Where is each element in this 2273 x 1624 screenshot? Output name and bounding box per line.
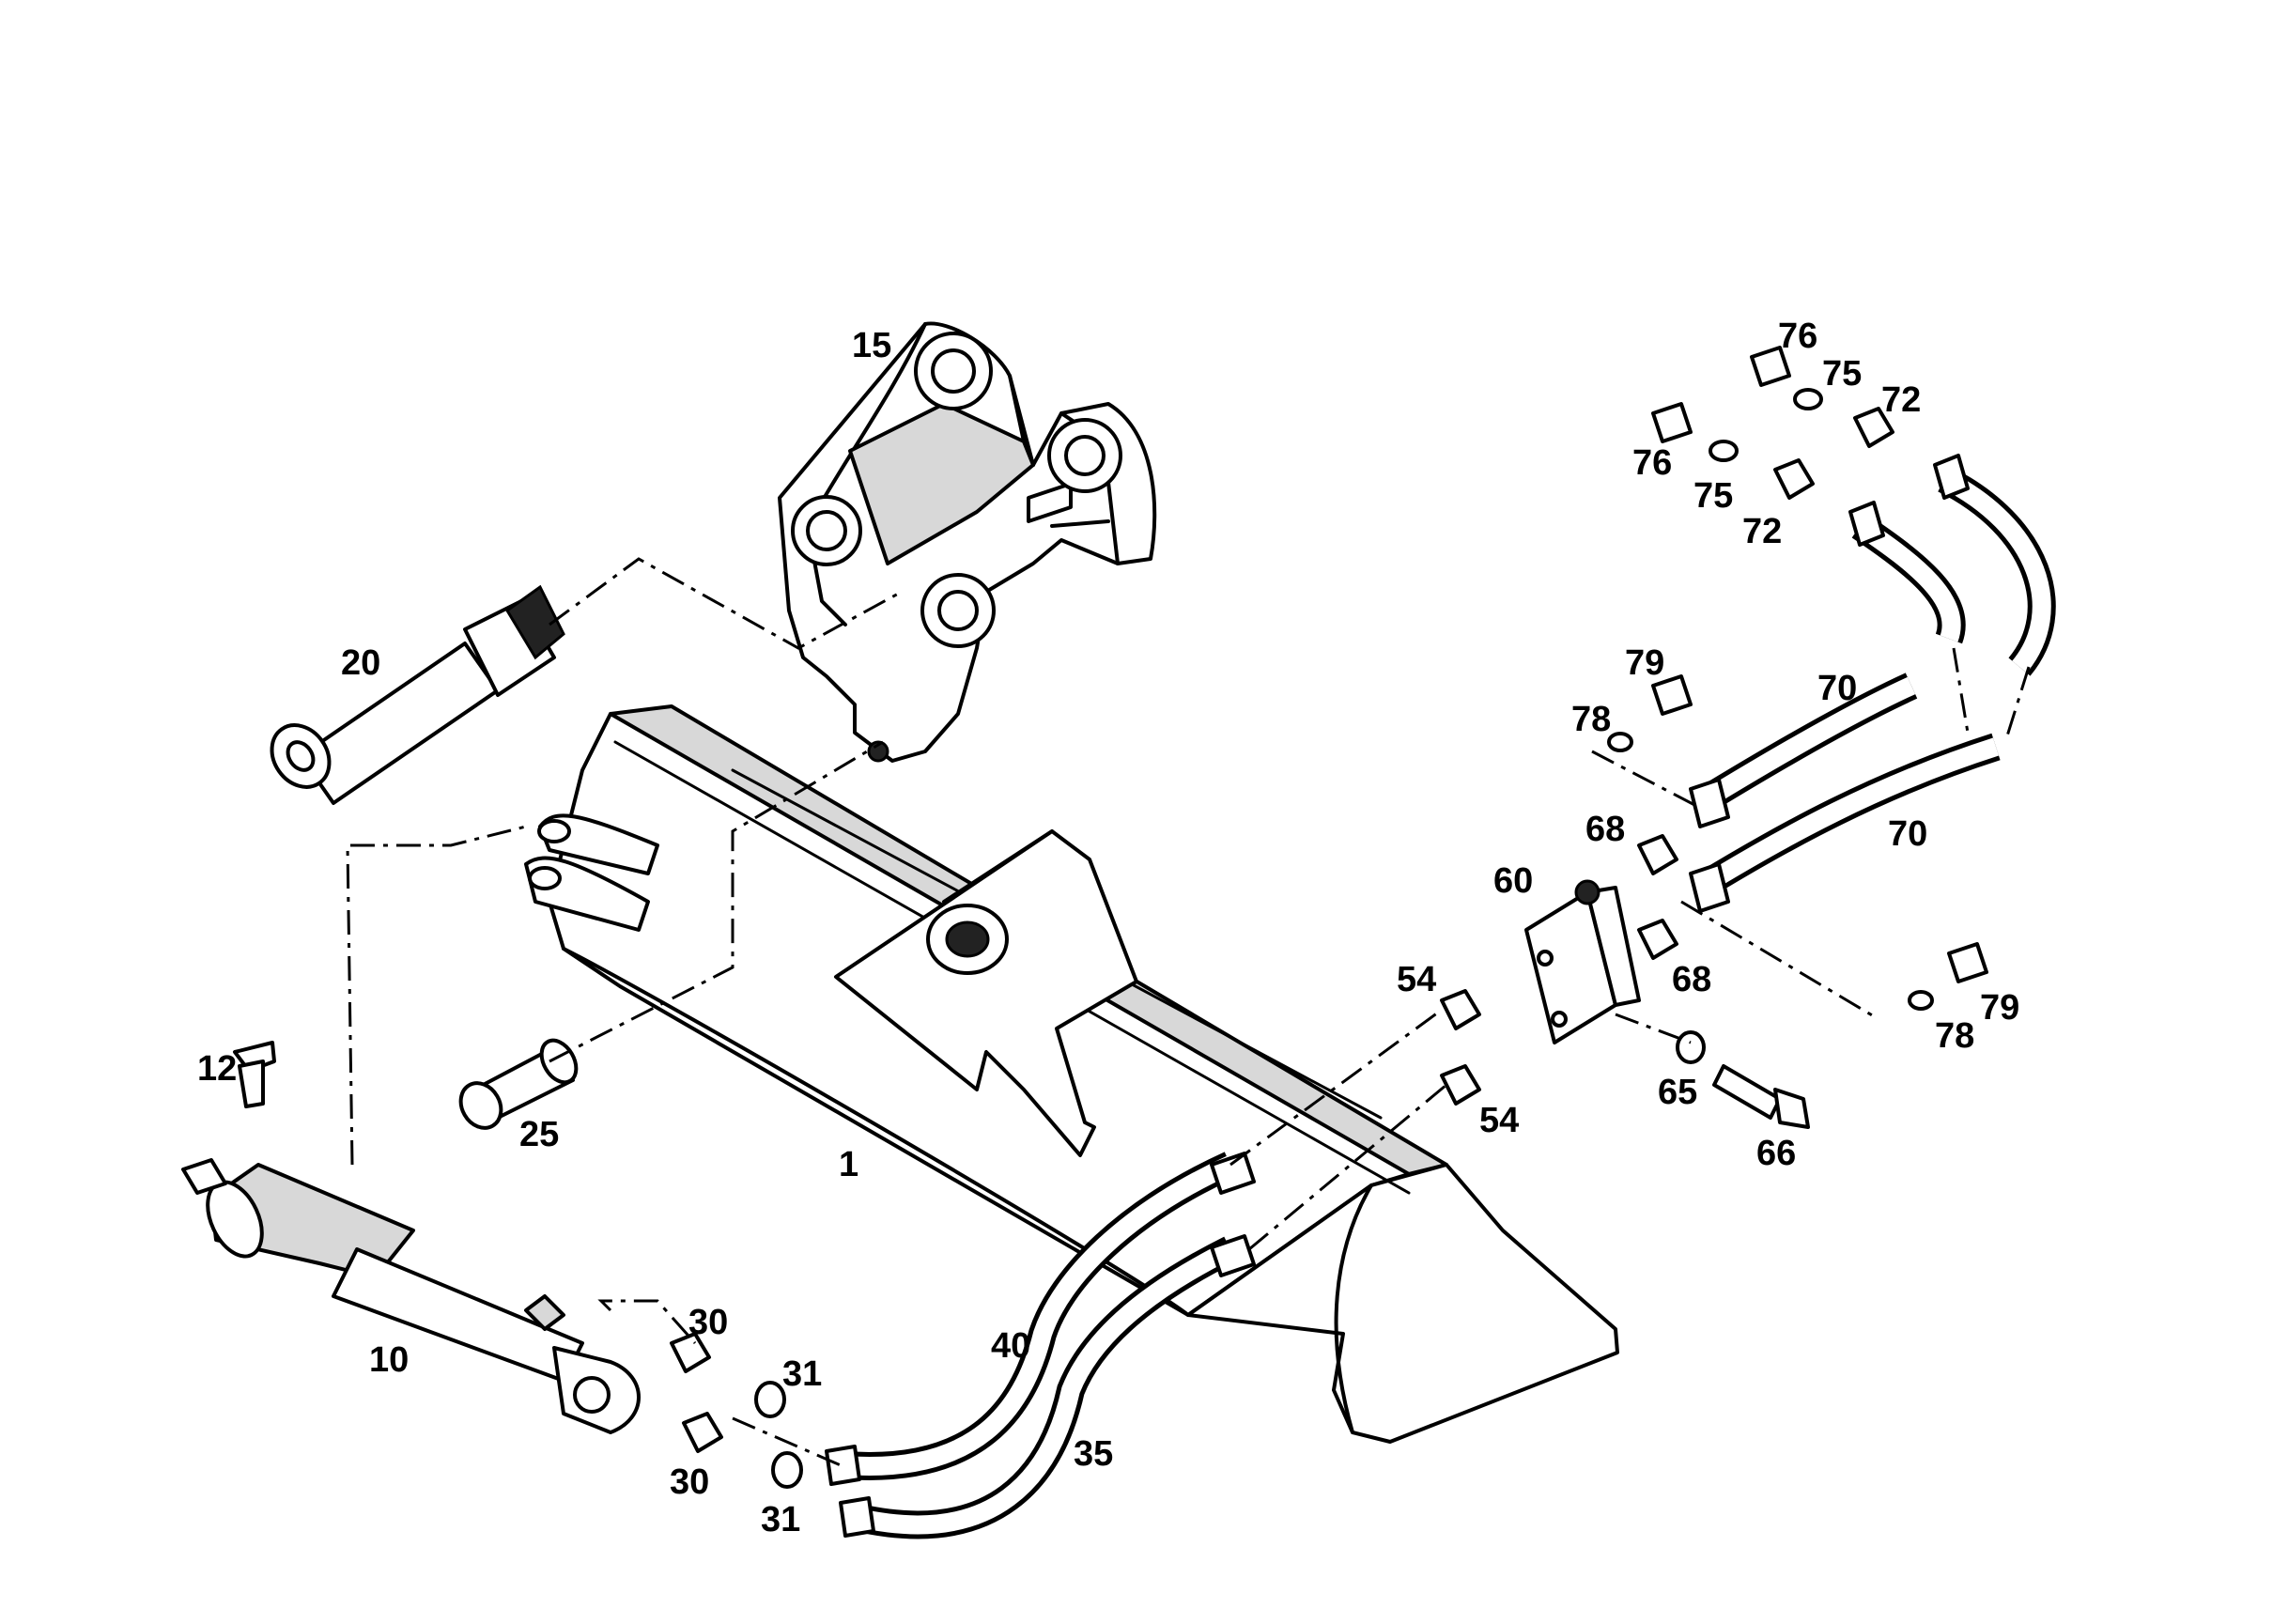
pin-part-20 <box>270 584 565 805</box>
fitting-part-54 <box>1440 989 1481 1106</box>
label-part-75-top: 75 <box>1822 354 1862 394</box>
label-part-70-bottom: 70 <box>1888 814 1927 854</box>
label-part-68-top: 68 <box>1585 810 1625 849</box>
label-part-70-top: 70 <box>1817 669 1857 708</box>
label-part-30-bottom: 30 <box>670 1462 709 1502</box>
hose-part-70 <box>1689 454 2056 913</box>
nipple-part-75 <box>1709 388 1823 462</box>
label-part-15: 15 <box>852 326 891 365</box>
label-part-78-bottom: 78 <box>1935 1016 1974 1056</box>
label-part-79-bottom: 79 <box>1980 988 2019 1028</box>
hose-part-40 <box>825 1152 1256 1486</box>
label-part-65: 65 <box>1658 1073 1697 1112</box>
fitting-part-30 <box>670 1332 723 1453</box>
coupler-part-15 <box>778 321 1157 763</box>
label-part-12: 12 <box>197 1049 237 1089</box>
nipple-part-78 <box>1607 732 1934 1011</box>
label-part-10: 10 <box>369 1340 409 1380</box>
label-part-76-bottom: 76 <box>1632 443 1672 483</box>
label-part-66: 66 <box>1756 1134 1796 1173</box>
label-part-30-top: 30 <box>688 1303 728 1342</box>
bucket-part-1 <box>524 704 1619 1444</box>
label-part-72-top: 72 <box>1881 380 1921 420</box>
cylinder-part-10 <box>181 1041 641 1434</box>
label-part-25: 25 <box>519 1115 559 1154</box>
leader-lines <box>346 557 2031 1467</box>
label-part-60: 60 <box>1493 861 1533 901</box>
label-part-40: 40 <box>991 1326 1030 1366</box>
label-part-75-bottom: 75 <box>1693 476 1733 516</box>
part-labels: 1 10 12 15 20 25 30 30 31 31 35 40 54 54… <box>197 317 2019 1539</box>
label-part-78-top: 78 <box>1571 700 1611 739</box>
label-part-31-top: 31 <box>782 1354 822 1394</box>
label-part-72-bottom: 72 <box>1742 512 1782 551</box>
label-part-68-bottom: 68 <box>1672 960 1711 999</box>
label-part-54-top: 54 <box>1397 960 1436 999</box>
cap-part-76 <box>1651 346 1791 443</box>
hose-part-35 <box>839 1234 1256 1539</box>
label-part-79-top: 79 <box>1625 643 1664 683</box>
nut-part-31 <box>754 1381 803 1489</box>
pin-part-25 <box>458 1038 579 1130</box>
fitting-part-68 <box>1637 834 1678 960</box>
fitting-part-72 <box>1773 407 1894 500</box>
label-part-1: 1 <box>839 1145 858 1184</box>
cap-part-79 <box>1651 674 1988 983</box>
label-part-35: 35 <box>1074 1434 1113 1474</box>
label-part-20: 20 <box>341 643 380 683</box>
valve-block-part-60 <box>1524 879 1641 1044</box>
label-part-76-top: 76 <box>1778 317 1817 356</box>
label-part-54-bottom: 54 <box>1479 1101 1519 1140</box>
bolt-part-66 <box>1712 1064 1810 1129</box>
washer-part-65 <box>1676 1030 1706 1064</box>
label-part-31-bottom: 31 <box>761 1500 800 1539</box>
